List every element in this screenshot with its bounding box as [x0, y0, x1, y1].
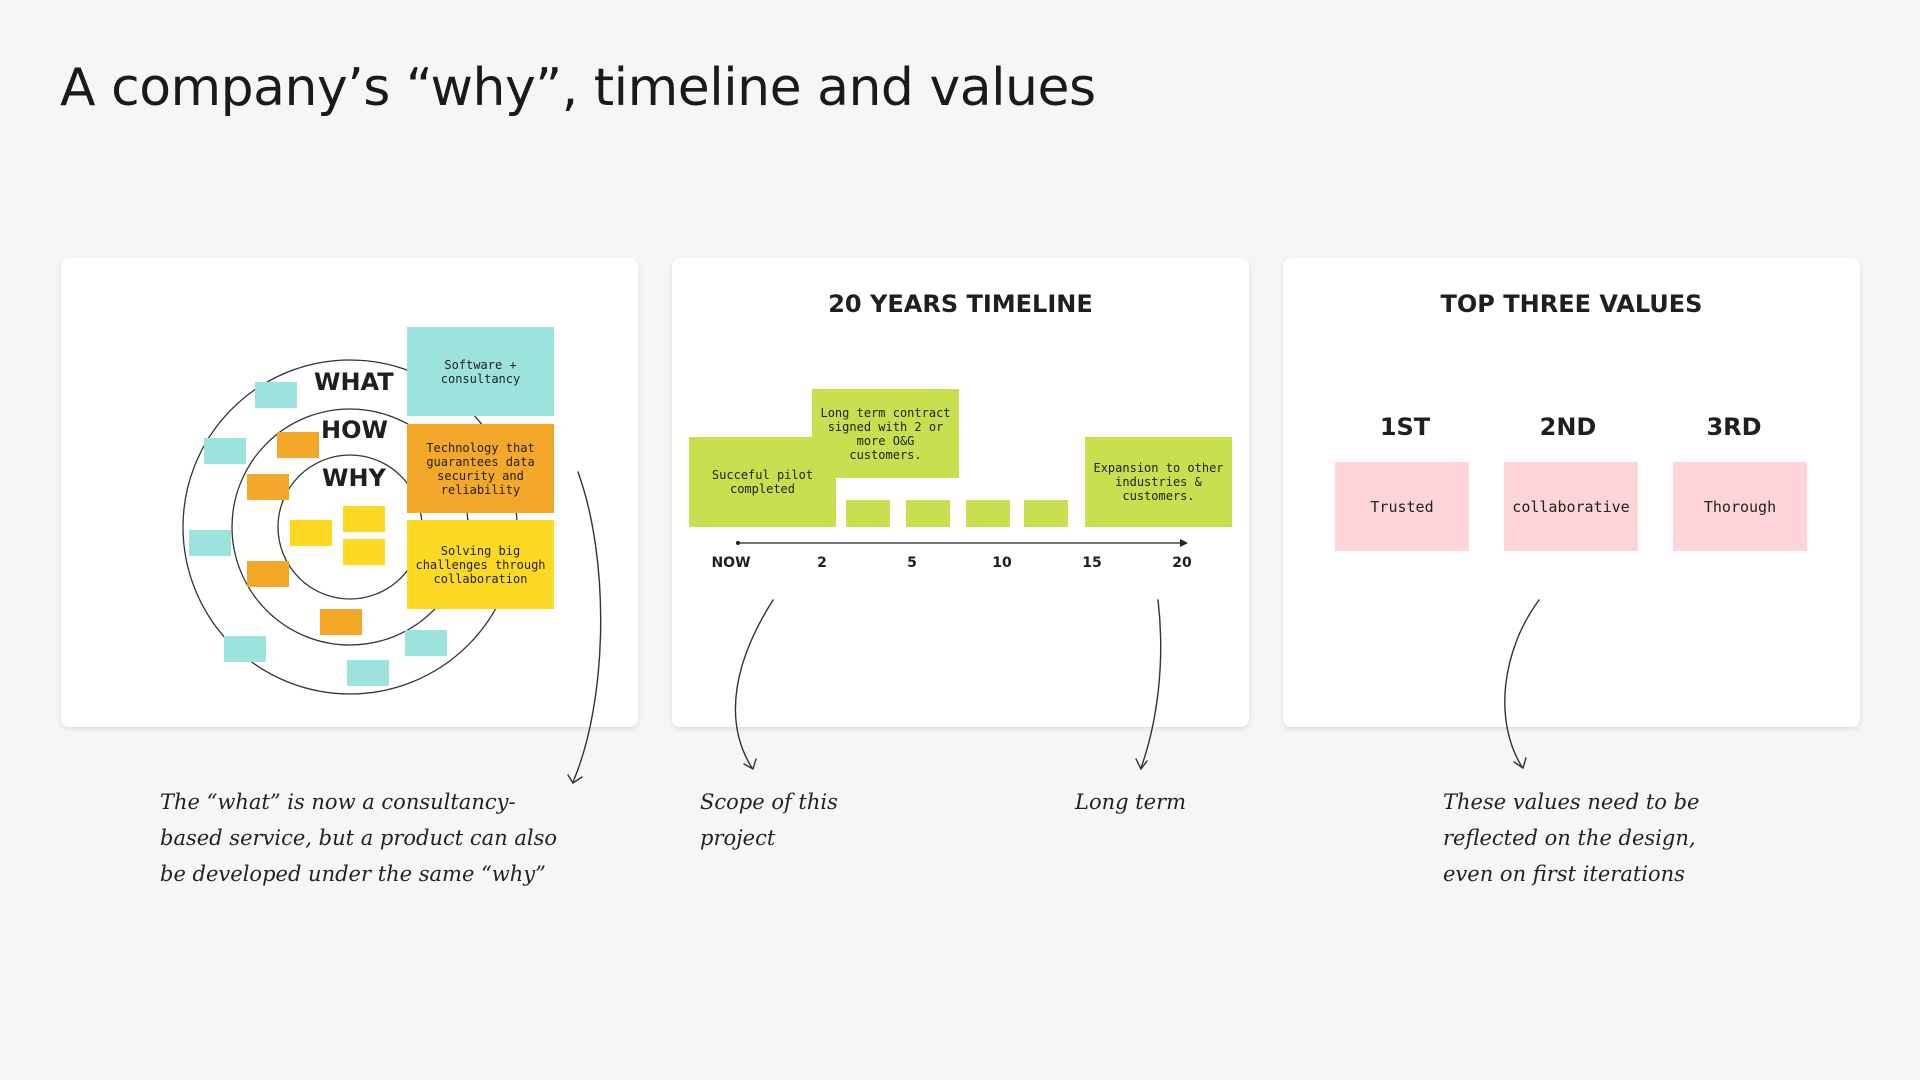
- caption-line: The “what” is now a consultancy-: [160, 790, 516, 814]
- contract-sticky-note: Long term contract signed with 2 or more…: [812, 389, 959, 478]
- sticky-cyan: [347, 660, 389, 686]
- page-title: A company’s “why”, timeline and values: [60, 58, 1096, 118]
- rank-label: 1ST: [1379, 413, 1431, 441]
- tick-label: 20: [1172, 555, 1192, 571]
- value-sticky-note: collaborative: [1504, 462, 1638, 551]
- sticky-yellow: [290, 520, 332, 546]
- caption-line: Scope of this: [700, 790, 838, 814]
- timeline-title: 20 YEARS TIMELINE: [828, 290, 1093, 318]
- value-sticky-note: Thorough: [1673, 462, 1807, 551]
- how-label: HOW: [321, 416, 388, 444]
- how-sticky-note: Technology that guarantees data security…: [407, 424, 554, 513]
- sticky-orange: [320, 609, 362, 635]
- timeline-axis: [736, 539, 1188, 547]
- tick-label: 5: [907, 555, 917, 571]
- arrow-values-icon: [1504, 599, 1540, 768]
- rank-label: 3RD: [1706, 413, 1762, 441]
- caption-line: based service, but a product can also: [160, 826, 558, 850]
- sticky-cyan: [189, 530, 231, 556]
- sticky-orange: [277, 432, 319, 458]
- golden-circle-card: WHAT HOW WHY Software + consultancy Tech…: [61, 258, 638, 727]
- sticky-lime: [1024, 500, 1068, 527]
- rank-label: 2ND: [1539, 413, 1597, 441]
- caption-line: These values need to be: [1443, 790, 1700, 814]
- sticky-lime: [906, 500, 950, 527]
- sticky-orange: [247, 561, 289, 587]
- sticky-yellow: [343, 539, 385, 565]
- values-title: TOP THREE VALUES: [1440, 290, 1703, 318]
- caption-line: even on first iterations: [1443, 862, 1685, 886]
- sticky-yellow: [343, 506, 385, 532]
- tick-label: 2: [817, 555, 827, 571]
- sticky-cyan: [204, 438, 246, 464]
- tick-label: NOW: [711, 555, 751, 571]
- sticky-cyan: [405, 630, 447, 656]
- what-caption: The “what” is now a consultancy- based s…: [160, 784, 557, 892]
- sticky-lime: [846, 500, 890, 527]
- values-card: TOP THREE VALUES 1ST 2ND 3RD Trusted col…: [1283, 258, 1860, 727]
- what-label: WHAT: [314, 368, 394, 396]
- arrow-scope-icon: [734, 599, 774, 769]
- caption-line: project: [700, 826, 776, 850]
- timeline-card: 20 YEARS TIMELINE Succeful pilot complet…: [672, 258, 1249, 727]
- sticky-orange: [247, 474, 289, 500]
- sticky-cyan: [224, 636, 266, 662]
- arrow-what-icon: [572, 471, 602, 783]
- tick-label: 10: [992, 555, 1012, 571]
- sticky-lime: [966, 500, 1010, 527]
- values-caption: These values need to be reflected on the…: [1443, 784, 1699, 892]
- arrow-long-term-icon: [1140, 599, 1162, 769]
- expansion-sticky-note: Expansion to other industries & customer…: [1085, 437, 1232, 527]
- pilot-sticky-note: Succeful pilot completed: [689, 437, 836, 527]
- what-sticky-note: Software + consultancy: [407, 327, 554, 416]
- caption-line: reflected on the design,: [1443, 826, 1696, 850]
- scope-caption: Scope of this project: [700, 784, 838, 856]
- why-sticky-note: Solving big challenges through collabora…: [407, 520, 554, 609]
- value-sticky-note: Trusted: [1335, 462, 1469, 551]
- sticky-cyan: [255, 382, 297, 408]
- caption-line: be developed under the same “why”: [160, 862, 546, 886]
- tick-label: 15: [1082, 555, 1102, 571]
- long-term-caption: Long term: [1075, 790, 1187, 814]
- why-label: WHY: [322, 464, 386, 492]
